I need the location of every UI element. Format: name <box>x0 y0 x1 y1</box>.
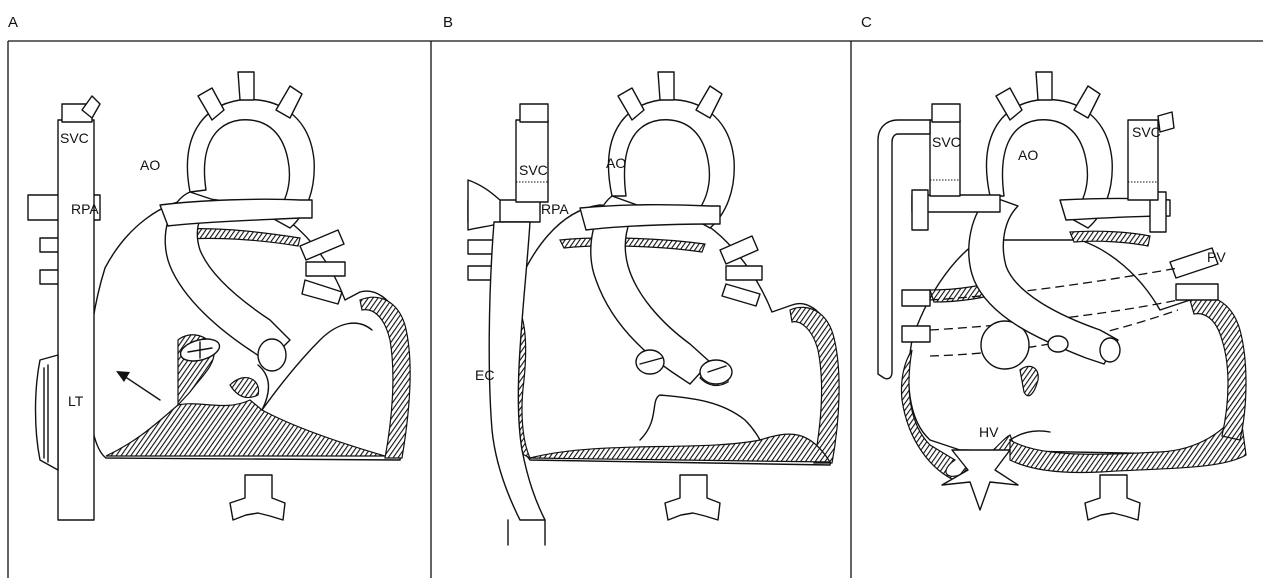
label-ao: AO <box>140 157 160 173</box>
label-ao: AO <box>606 155 626 171</box>
label-lt: LT <box>68 393 84 409</box>
label-rpa: RPA <box>71 201 99 217</box>
label-pv: PV <box>1207 249 1226 265</box>
panel-a: SVC AO RPA LT <box>28 72 410 520</box>
label-svc-right: SVC <box>932 134 961 150</box>
panel-letter-a: A <box>8 14 18 31</box>
panel-letter-b: B <box>443 14 453 31</box>
label-svc: SVC <box>519 162 548 178</box>
label-rpa: RPA <box>541 201 569 217</box>
panel-c: SVC AO SVC PV HV <box>878 72 1246 520</box>
label-ao: AO <box>1018 147 1038 163</box>
label-hv: HV <box>979 424 999 440</box>
label-svc-left: SVC <box>1132 124 1161 140</box>
label-svc: SVC <box>60 130 89 146</box>
panel-b: SVC AO RPA EC <box>468 72 839 545</box>
heart-drawing-b <box>468 72 839 545</box>
label-ec: EC <box>475 367 494 383</box>
panel-letter-c: C <box>861 14 872 31</box>
